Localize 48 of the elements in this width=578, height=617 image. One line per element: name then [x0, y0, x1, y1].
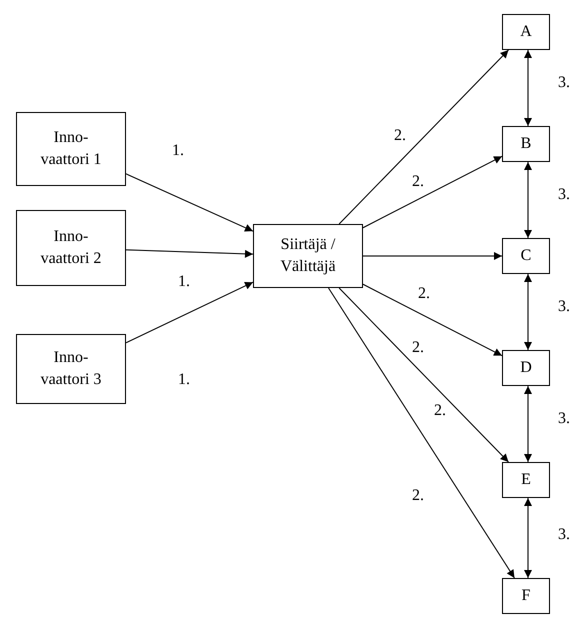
box-label: C	[520, 246, 532, 266]
box-label: Inno- vaattori 2	[40, 226, 102, 269]
box-label: F	[522, 586, 530, 606]
edge-label: 2.	[412, 174, 424, 190]
process-box	[502, 126, 550, 162]
box-label: B	[520, 134, 532, 154]
edge-label: 3.	[558, 187, 570, 203]
edge-label: 3.	[558, 411, 570, 427]
arrow	[362, 284, 502, 356]
arrow	[362, 156, 502, 228]
process-box	[502, 578, 550, 614]
arrow	[126, 173, 254, 232]
box-label: Siirtäjä / Välittäjä	[279, 234, 337, 277]
edge-label: 2.	[412, 340, 424, 356]
arrow	[524, 386, 532, 462]
arrow	[362, 252, 502, 260]
arrow	[524, 274, 532, 350]
process-box	[16, 112, 126, 186]
arrow	[328, 288, 515, 578]
arrow	[524, 50, 532, 126]
process-box	[16, 210, 126, 286]
edge-label: 1.	[178, 274, 190, 290]
edge-label: 1.	[172, 143, 184, 159]
edge-label: 3.	[558, 299, 570, 315]
edge-label: 2.	[394, 128, 406, 144]
process-box	[502, 238, 550, 274]
arrow	[126, 249, 254, 258]
process-box	[253, 224, 363, 288]
edge-label: 3.	[558, 75, 570, 91]
process-box	[502, 350, 550, 386]
process-box	[502, 14, 550, 50]
edge-label: 2.	[418, 286, 430, 302]
edge-label: 2.	[412, 488, 424, 504]
box-label: Inno- vaattori 3	[40, 348, 102, 390]
process-box	[502, 462, 550, 498]
edge-label: 2.	[434, 403, 446, 419]
box-label: D	[520, 358, 532, 378]
process-box	[16, 334, 126, 404]
edge-label: 1.	[178, 372, 190, 388]
edge-label: 3.	[558, 527, 570, 543]
arrow	[524, 162, 532, 238]
box-label: E	[521, 470, 531, 490]
arrow	[126, 282, 254, 344]
arrow	[524, 498, 532, 578]
arrow	[338, 50, 509, 224]
box-label: A	[520, 22, 532, 42]
arrow	[338, 288, 509, 462]
box-label: Inno- vaattori 1	[40, 128, 102, 170]
